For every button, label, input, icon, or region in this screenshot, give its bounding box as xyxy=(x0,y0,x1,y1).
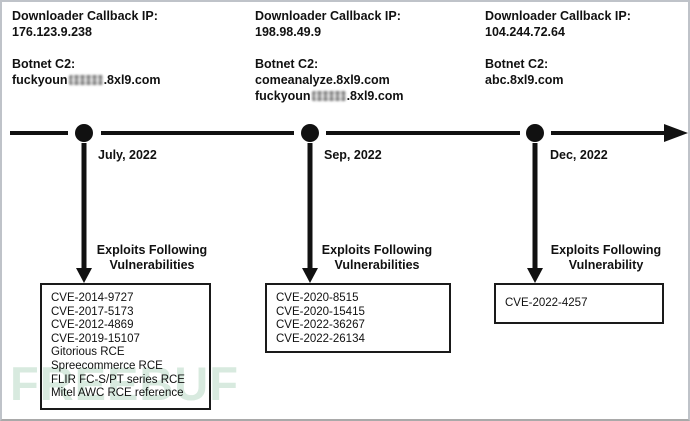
spacer xyxy=(485,40,631,56)
down-arrowhead-dec-icon xyxy=(527,268,543,283)
c2-domain-text: abc.8xl9.com xyxy=(485,73,564,87)
exploits-label-line2: Vulnerabilities xyxy=(109,257,195,272)
botnet-c2-label: Botnet C2: xyxy=(485,57,549,71)
vulnerability-item: CVE-2020-8515 xyxy=(276,292,359,304)
callback-ip-value: 198.98.49.9 xyxy=(255,25,322,39)
date-label-dec: Dec, 2022 xyxy=(550,148,608,162)
exploits-label-line1: Exploits Following xyxy=(321,243,433,257)
vulnerability-item: CVE-2022-4257 xyxy=(505,296,588,309)
exploits-label-line1: Exploits Following xyxy=(550,243,662,257)
callback-ip-label: Downloader Callback IP: xyxy=(485,9,631,23)
vulnerability-item: CVE-2017-5173 xyxy=(51,305,134,318)
censored-text-block xyxy=(311,91,346,101)
c2-domain-list: comeanalyze.8xl9.com fuckyoun .8xl9.com xyxy=(255,72,404,104)
c2-domain-text: fuckyoun xyxy=(12,73,68,87)
vulnerability-item: CVE-2020-15415 xyxy=(276,305,365,318)
exploits-label-july: Exploits Following Vulnerabilities xyxy=(92,243,212,272)
vulnerability-item: FLIR FC-S/PT series RCE xyxy=(51,373,185,386)
vulnerability-item: Mitel AWC RCE reference xyxy=(51,387,184,400)
vulnerability-item: CVE-2012-4869 xyxy=(51,319,134,332)
date-label-sep: Sep, 2022 xyxy=(324,148,382,162)
exploits-label-line2: Vulnerabilities xyxy=(334,257,420,272)
exploits-label-sep: Exploits Following Vulnerabilities xyxy=(317,243,437,272)
spacer xyxy=(255,40,404,56)
timeline-dot-dec xyxy=(526,124,544,142)
campaign-info-july: Downloader Callback IP: 176.123.9.238 Bo… xyxy=(12,8,161,88)
callback-ip-value: 104.244.72.64 xyxy=(485,25,565,39)
timeline-dot-july xyxy=(75,124,93,142)
c2-domain-list: abc.8xl9.com xyxy=(485,72,631,88)
campaign-info-dec: Downloader Callback IP: 104.244.72.64 Bo… xyxy=(485,8,631,88)
c2-domain: fuckyoun .8xl9.com xyxy=(255,88,404,104)
c2-domain: abc.8xl9.com xyxy=(485,72,631,88)
vulnerability-item: CVE-2014-9727 xyxy=(51,292,134,304)
timeline-dot-sep xyxy=(301,124,319,142)
down-arrowhead-july-icon xyxy=(76,268,92,283)
c2-domain-list: fuckyoun .8xl9.com xyxy=(12,72,161,88)
date-label-july: July, 2022 xyxy=(98,148,157,162)
vulnerability-item: CVE-2022-36267 xyxy=(276,319,365,332)
vulnerability-item: CVE-2022-26134 xyxy=(276,332,365,345)
vulnerability-item: Spreecommerce RCE xyxy=(51,359,163,372)
spacer xyxy=(12,40,161,56)
c2-domain-text: comeanalyze.8xl9.com xyxy=(255,73,390,87)
botnet-c2-label: Botnet C2: xyxy=(12,57,76,71)
timeline-right-arrowhead-icon xyxy=(664,124,688,142)
c2-domain-text: fuckyoun xyxy=(255,89,311,103)
callback-ip-label: Downloader Callback IP: xyxy=(255,9,401,23)
botnet-c2-label: Botnet C2: xyxy=(255,57,319,71)
c2-domain: comeanalyze.8xl9.com xyxy=(255,72,404,88)
freebuf-watermark: FREEBUF xyxy=(10,357,239,410)
c2-domain: fuckyoun .8xl9.com xyxy=(12,72,161,88)
censored-text-block xyxy=(68,75,103,85)
exploits-label-line2: Vulnerability xyxy=(568,257,644,272)
c2-domain-text: .8xl9.com xyxy=(103,73,161,87)
vulnerability-item: CVE-2019-15107 xyxy=(51,332,140,345)
callback-ip-label: Downloader Callback IP: xyxy=(12,9,158,23)
callback-ip-value: 176.123.9.238 xyxy=(12,25,92,39)
campaign-info-sep: Downloader Callback IP: 198.98.49.9 Botn… xyxy=(255,8,404,104)
exploits-label-line1: Exploits Following xyxy=(96,243,208,257)
vulnerability-box-dec: CVE-2022-4257 xyxy=(494,283,664,324)
down-arrowhead-sep-icon xyxy=(302,268,318,283)
exploits-label-dec: Exploits Following Vulnerability xyxy=(545,243,667,272)
vulnerability-item: Gitorious RCE xyxy=(51,346,125,359)
c2-domain-text: .8xl9.com xyxy=(346,89,404,103)
